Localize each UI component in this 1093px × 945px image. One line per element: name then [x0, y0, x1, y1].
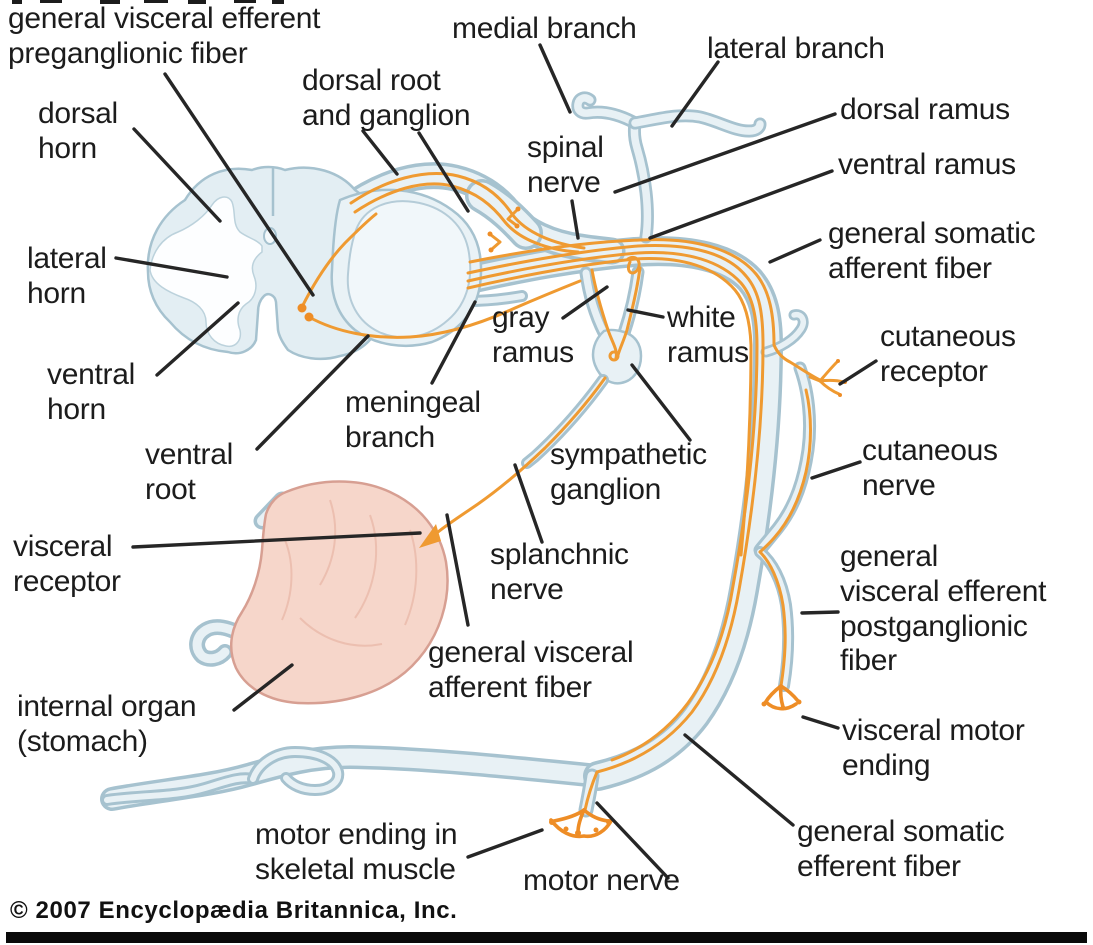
cutaneous-receptor-sprig: [808, 359, 847, 397]
spinal-cord-cross-section: [146, 165, 483, 361]
motor-ending-claw: [549, 808, 613, 839]
leader-general-somatic-afferent-fiber: [768, 238, 822, 264]
stomach: [189, 480, 449, 705]
dorsal-ramus-tree: [571, 91, 767, 244]
leader-sympathetic-ganglion: [630, 363, 692, 442]
leader-splanchnic-nerve: [513, 463, 544, 544]
visceral-receptor-arrow: [419, 524, 441, 548]
leader-lines: [114, 43, 878, 880]
leader-motor-nerve: [595, 801, 670, 880]
ganglion-knot: [608, 350, 620, 362]
leader-ventral-horn: [155, 301, 240, 377]
leader-dorsal-root-and-ganglion: [417, 131, 470, 213]
leader-dorsal-horn: [132, 127, 222, 223]
leader-ventral-root: [255, 334, 370, 451]
peripheral-nerve-band: [100, 745, 610, 811]
leader-general-visceral-afferent-fiber: [445, 513, 470, 627]
postganglionic-fiber-path: [758, 550, 787, 688]
leader-medial-branch: [538, 43, 572, 114]
copyright-notice: © 2007 Encyclopædia Britannica, Inc.: [10, 897, 458, 924]
general-somatic-afferent-fiber-path: [468, 238, 822, 382]
sympathetic-connections: [521, 265, 645, 469]
leader-gray-ramus: [561, 285, 609, 320]
leader-general-visceral-efferent-postganglionic-fiber: [800, 610, 840, 615]
cropped-text-fragments: [12, 0, 284, 4]
somatic-efferent-root-fiber: [307, 279, 582, 339]
visceral-motor-ending-claw: [761, 684, 802, 711]
leader-dorsal-root-and-ganglion: [361, 129, 399, 176]
dorsal-root-ganglion-cells: [487, 206, 521, 253]
leader-motor-ending-in-skeletal-muscle: [466, 828, 544, 859]
leader-internal-organ-stomach: [232, 663, 294, 712]
leader-cutaneous-nerve: [810, 460, 862, 480]
leader-white-ramus: [626, 308, 665, 319]
leader-visceral-motor-ending: [801, 715, 840, 730]
gray-matter-butterfly: [149, 196, 263, 348]
preganglionic-soma: [297, 303, 307, 313]
leader-general-visceral-efferent-preganglionic-fiber: [163, 72, 315, 297]
stomach-veins: [281, 499, 418, 647]
leader-ventral-ramus: [648, 169, 834, 240]
leader-lateral-horn: [114, 256, 229, 279]
leader-visceral-receptor: [131, 531, 422, 549]
leader-dorsal-ramus: [613, 112, 837, 194]
general-somatic-efferent-fiber-path: [466, 244, 765, 812]
leader-cutaneous-receptor: [838, 359, 878, 386]
root-sleeve-inner: [346, 200, 472, 339]
leader-general-somatic-efferent-fiber: [683, 733, 795, 827]
bottom-bar: [6, 932, 1087, 943]
leader-lateral-branch: [670, 60, 720, 128]
leader-spinal-nerve: [570, 199, 580, 240]
ventral-horn-soma: [304, 312, 314, 322]
leader-meningeal-branch: [430, 300, 477, 385]
